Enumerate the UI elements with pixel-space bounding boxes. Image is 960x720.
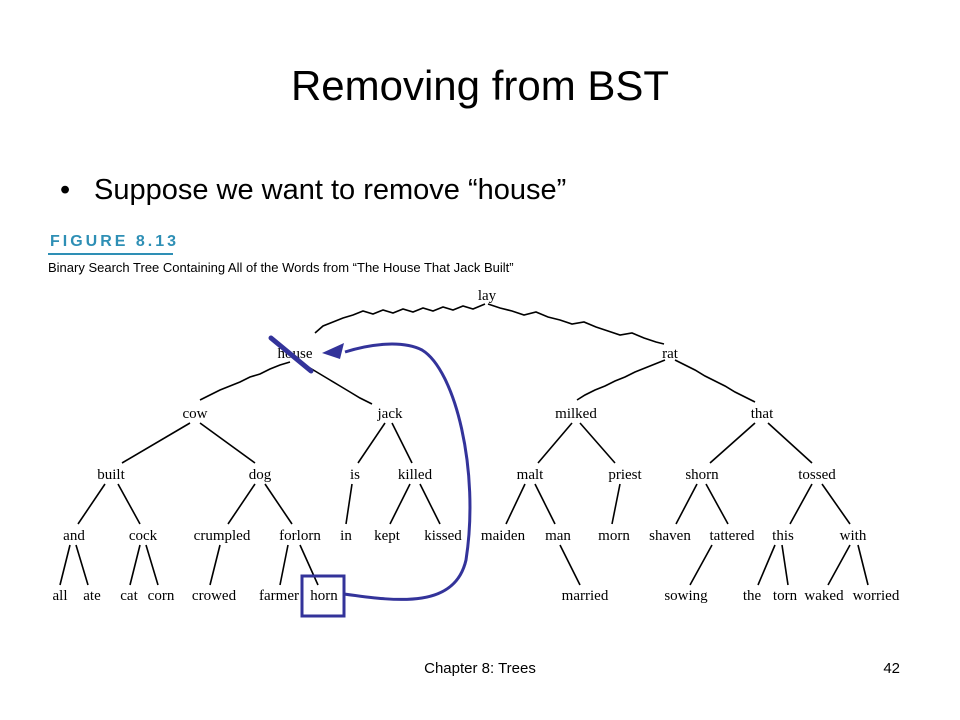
node-sowing: sowing	[664, 588, 708, 604]
node-torn: torn	[773, 588, 798, 604]
node-tattered: tattered	[710, 528, 755, 544]
arrow-head	[322, 343, 344, 359]
node-kept: kept	[374, 528, 401, 544]
edge-built-cock	[117, 483, 141, 525]
edge-rat-that	[674, 359, 756, 403]
tree-edges	[59, 303, 869, 586]
node-jack: jack	[377, 406, 403, 422]
edge-lay-house	[314, 303, 486, 334]
node-milked: milked	[555, 406, 597, 422]
edge-dog-forlorn	[264, 483, 293, 525]
node-tossed: tossed	[798, 467, 836, 483]
strike-through-house	[268, 335, 314, 374]
bullet-marker: •	[60, 174, 71, 206]
edge-dog-crumpled	[227, 483, 256, 525]
node-worried: worried	[853, 588, 900, 604]
edge-cock-cat	[129, 544, 141, 586]
edge-with-worried	[857, 544, 869, 586]
figure-label: FIGURE 8.13	[50, 233, 180, 250]
edge-built-and	[77, 483, 106, 525]
edge-jack-is	[357, 422, 386, 464]
node-shaven: shaven	[649, 528, 691, 544]
node-the: the	[743, 588, 762, 604]
node-with: with	[840, 528, 867, 544]
edge-with-waked	[827, 544, 851, 586]
node-shorn: shorn	[685, 467, 719, 483]
page-number: 42	[883, 660, 900, 677]
edge-malt-maiden	[505, 483, 526, 525]
node-crowed: crowed	[192, 588, 237, 604]
node-farmer: farmer	[259, 588, 299, 604]
node-rat: rat	[662, 346, 679, 362]
node-built: built	[97, 467, 125, 483]
edge-shorn-shaven	[675, 483, 698, 525]
edge-cock-corn	[145, 544, 159, 586]
node-married: married	[562, 588, 609, 604]
edge-milked-priest	[579, 422, 616, 464]
edge-crumpled-crowed	[209, 544, 221, 586]
node-cow: cow	[183, 406, 208, 422]
node-crumpled: crumpled	[194, 528, 251, 544]
highlight-box-horn	[300, 574, 346, 618]
edge-house-cow	[199, 361, 291, 401]
bullet-text: Suppose we want to remove “house”	[94, 174, 567, 206]
node-corn: corn	[148, 588, 175, 604]
edge-forlorn-farmer	[279, 544, 289, 586]
edge-priest-morn	[611, 483, 621, 525]
edge-man-married	[559, 544, 581, 586]
edge-rat-milked	[576, 359, 666, 401]
figure-caption: Binary Search Tree Containing All of the…	[48, 260, 514, 275]
edge-shorn-tattered	[705, 483, 729, 525]
node-lay: lay	[478, 288, 497, 304]
node-is: is	[350, 467, 360, 483]
node-kissed: kissed	[424, 528, 462, 544]
edge-milked-malt	[537, 422, 573, 464]
node-waked: waked	[804, 588, 844, 604]
node-malt: malt	[517, 467, 544, 483]
footer-chapter: Chapter 8: Trees	[424, 660, 536, 677]
edge-this-the	[757, 544, 776, 586]
edge-and-ate	[75, 544, 89, 586]
edge-lay-rat	[487, 303, 665, 345]
edge-tattered-sowing	[689, 544, 713, 586]
node-priest: priest	[608, 467, 642, 483]
edge-killed-kissed	[419, 483, 441, 525]
edge-tossed-this	[789, 483, 813, 525]
node-maiden: maiden	[481, 528, 526, 544]
node-in: in	[340, 528, 352, 544]
node-cat: cat	[120, 588, 138, 604]
node-that: that	[751, 406, 774, 422]
node-morn: morn	[598, 528, 630, 544]
edge-malt-man	[534, 483, 556, 525]
node-cock: cock	[129, 528, 158, 544]
edge-that-tossed	[767, 422, 813, 464]
edge-is-in	[345, 483, 353, 525]
node-all: all	[53, 588, 68, 604]
edge-killed-kept	[389, 483, 411, 525]
edge-forlorn-horn	[299, 544, 319, 586]
slide-title: Removing from BST	[290, 62, 670, 109]
node-this: this	[772, 528, 794, 544]
edge-this-torn	[781, 544, 789, 586]
edge-that-shorn	[709, 422, 756, 464]
node-and: and	[63, 528, 85, 544]
figure-rule	[48, 253, 173, 255]
node-ate: ate	[83, 588, 101, 604]
node-man: man	[545, 528, 571, 544]
edge-tossed-with	[821, 483, 851, 525]
replacement-arrow	[343, 342, 472, 601]
node-killed: killed	[398, 467, 433, 483]
node-horn: horn	[310, 588, 338, 604]
edge-jack-killed	[391, 422, 413, 464]
removal-annotation	[268, 335, 472, 618]
edge-cow-built	[121, 422, 191, 464]
edge-cow-dog	[199, 422, 256, 464]
edge-and-all	[59, 544, 71, 586]
node-dog: dog	[249, 467, 272, 483]
bullet-item: • Suppose we want to remove “house”	[60, 174, 566, 207]
node-forlorn: forlorn	[279, 528, 321, 544]
tree-nodes: lay house rat cow jack milked that built…	[53, 288, 900, 604]
